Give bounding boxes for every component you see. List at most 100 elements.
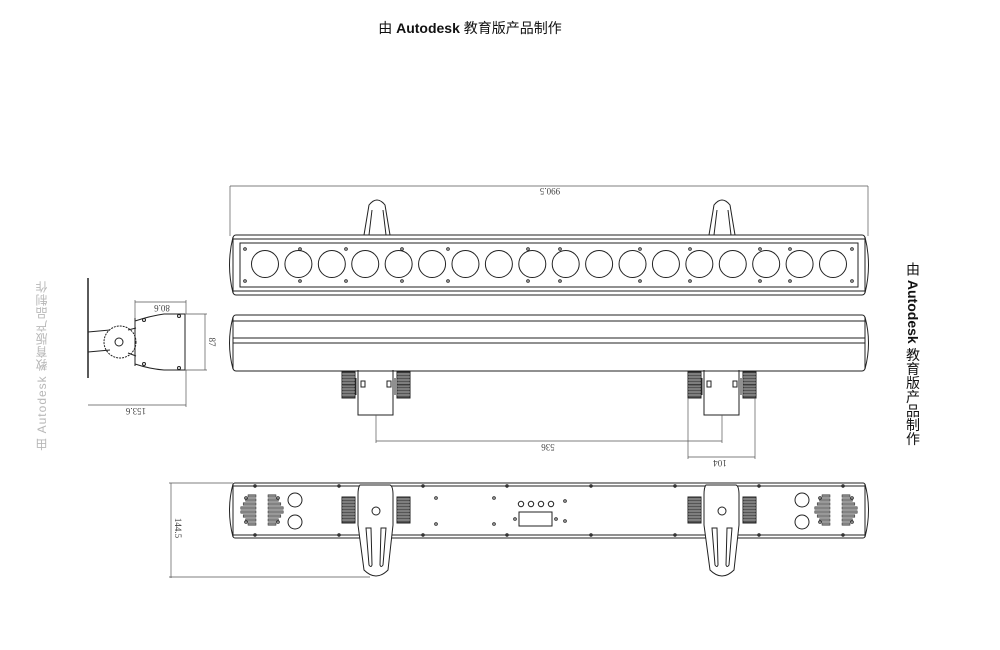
led-lenses	[243, 247, 854, 283]
fan-slot	[267, 514, 282, 518]
led-lens	[651, 250, 680, 278]
screw	[563, 519, 567, 523]
bracket-hole	[717, 506, 727, 516]
fan-slot	[267, 518, 279, 522]
fan-slot	[267, 506, 284, 510]
led-lens	[251, 250, 279, 278]
watermark-top: 由 Autodesk 教育版产品制作	[0, 18, 940, 38]
dim-label-144-5: 144.5	[173, 518, 183, 539]
dim-label-990-5: 990.5	[539, 186, 560, 196]
screw	[841, 484, 845, 488]
screw	[492, 522, 496, 526]
led-lens	[317, 250, 346, 278]
watermark-prefix: 由	[905, 262, 921, 280]
back-dimensions	[375, 398, 756, 459]
dim-label-104: 104	[713, 458, 727, 468]
bracket-hole	[371, 506, 381, 516]
side-body	[134, 313, 186, 371]
fan-slot	[814, 506, 831, 510]
fan-slot	[240, 506, 257, 510]
screw	[434, 496, 438, 500]
fan-slot	[245, 498, 257, 502]
screw	[344, 279, 348, 283]
fan-slot	[245, 518, 257, 522]
watermark-right: 由 Autodesk 教育版产品制作	[903, 262, 923, 446]
screw	[688, 247, 692, 251]
screw	[563, 499, 567, 503]
fan-slot	[267, 494, 277, 498]
display-screen	[518, 511, 553, 527]
back-view: 536 104	[229, 314, 869, 468]
led-lens	[284, 250, 313, 278]
bottom-parts	[240, 484, 858, 577]
fan-slot	[819, 498, 831, 502]
fan-slot	[841, 498, 853, 502]
mount-bracket-left	[363, 199, 391, 236]
screw	[505, 533, 509, 537]
fan-slot	[242, 514, 257, 518]
dim-label-80-6: 80.6	[154, 303, 170, 313]
screw	[276, 496, 280, 500]
screw	[850, 279, 854, 283]
watermark-brand: Autodesk	[396, 20, 460, 36]
fan-slot	[240, 510, 257, 514]
screw	[688, 279, 692, 283]
screw	[788, 247, 792, 251]
screw	[243, 247, 247, 251]
screw	[400, 279, 404, 283]
screw	[244, 496, 248, 500]
bracket-knob	[706, 380, 712, 388]
screw	[513, 517, 517, 521]
control-button	[537, 500, 545, 508]
screw	[492, 496, 496, 500]
xlr-connector	[794, 492, 810, 508]
end-caps	[229, 316, 869, 370]
fan-slot	[242, 502, 257, 506]
fan-slot	[841, 514, 856, 518]
side-view: 80.6 87 153.6	[87, 278, 217, 416]
screw	[818, 520, 822, 524]
bracket-slot	[365, 527, 387, 567]
mount-bracket	[703, 484, 740, 577]
bracket-knob	[732, 380, 738, 388]
front-view: 990.5	[229, 185, 869, 296]
mount-bracket	[357, 484, 394, 577]
screw	[253, 484, 257, 488]
hanging-bracket	[342, 370, 410, 416]
screw	[526, 247, 530, 251]
led-lens	[384, 250, 413, 278]
led-lens	[618, 250, 647, 278]
screw	[337, 533, 341, 537]
screw	[758, 247, 762, 251]
led-panel	[239, 242, 859, 288]
screw	[298, 247, 302, 251]
led-lens	[685, 250, 714, 278]
fan-slot	[816, 502, 831, 506]
fan-slot	[841, 510, 858, 514]
screw	[788, 279, 792, 283]
dim-label-87: 87	[207, 338, 217, 348]
led-lens	[451, 250, 480, 278]
fan-slot	[816, 514, 831, 518]
fan-slot	[821, 494, 831, 498]
gear-icon	[341, 496, 356, 524]
screw	[446, 247, 450, 251]
fan-slot	[247, 494, 257, 498]
end-caps	[229, 236, 869, 294]
screw	[253, 533, 257, 537]
screw	[673, 484, 677, 488]
back-brackets	[341, 370, 757, 416]
screw	[421, 533, 425, 537]
watermark-prefix: 由	[378, 20, 397, 36]
screw	[841, 533, 845, 537]
led-lens	[585, 250, 614, 278]
led-lens	[819, 250, 847, 278]
fan-slot	[841, 506, 858, 510]
led-lens	[785, 250, 814, 278]
screw	[243, 279, 247, 283]
bracket-knob	[360, 380, 366, 388]
control-button	[527, 500, 535, 508]
fan-slot	[841, 494, 851, 498]
screw	[589, 533, 593, 537]
